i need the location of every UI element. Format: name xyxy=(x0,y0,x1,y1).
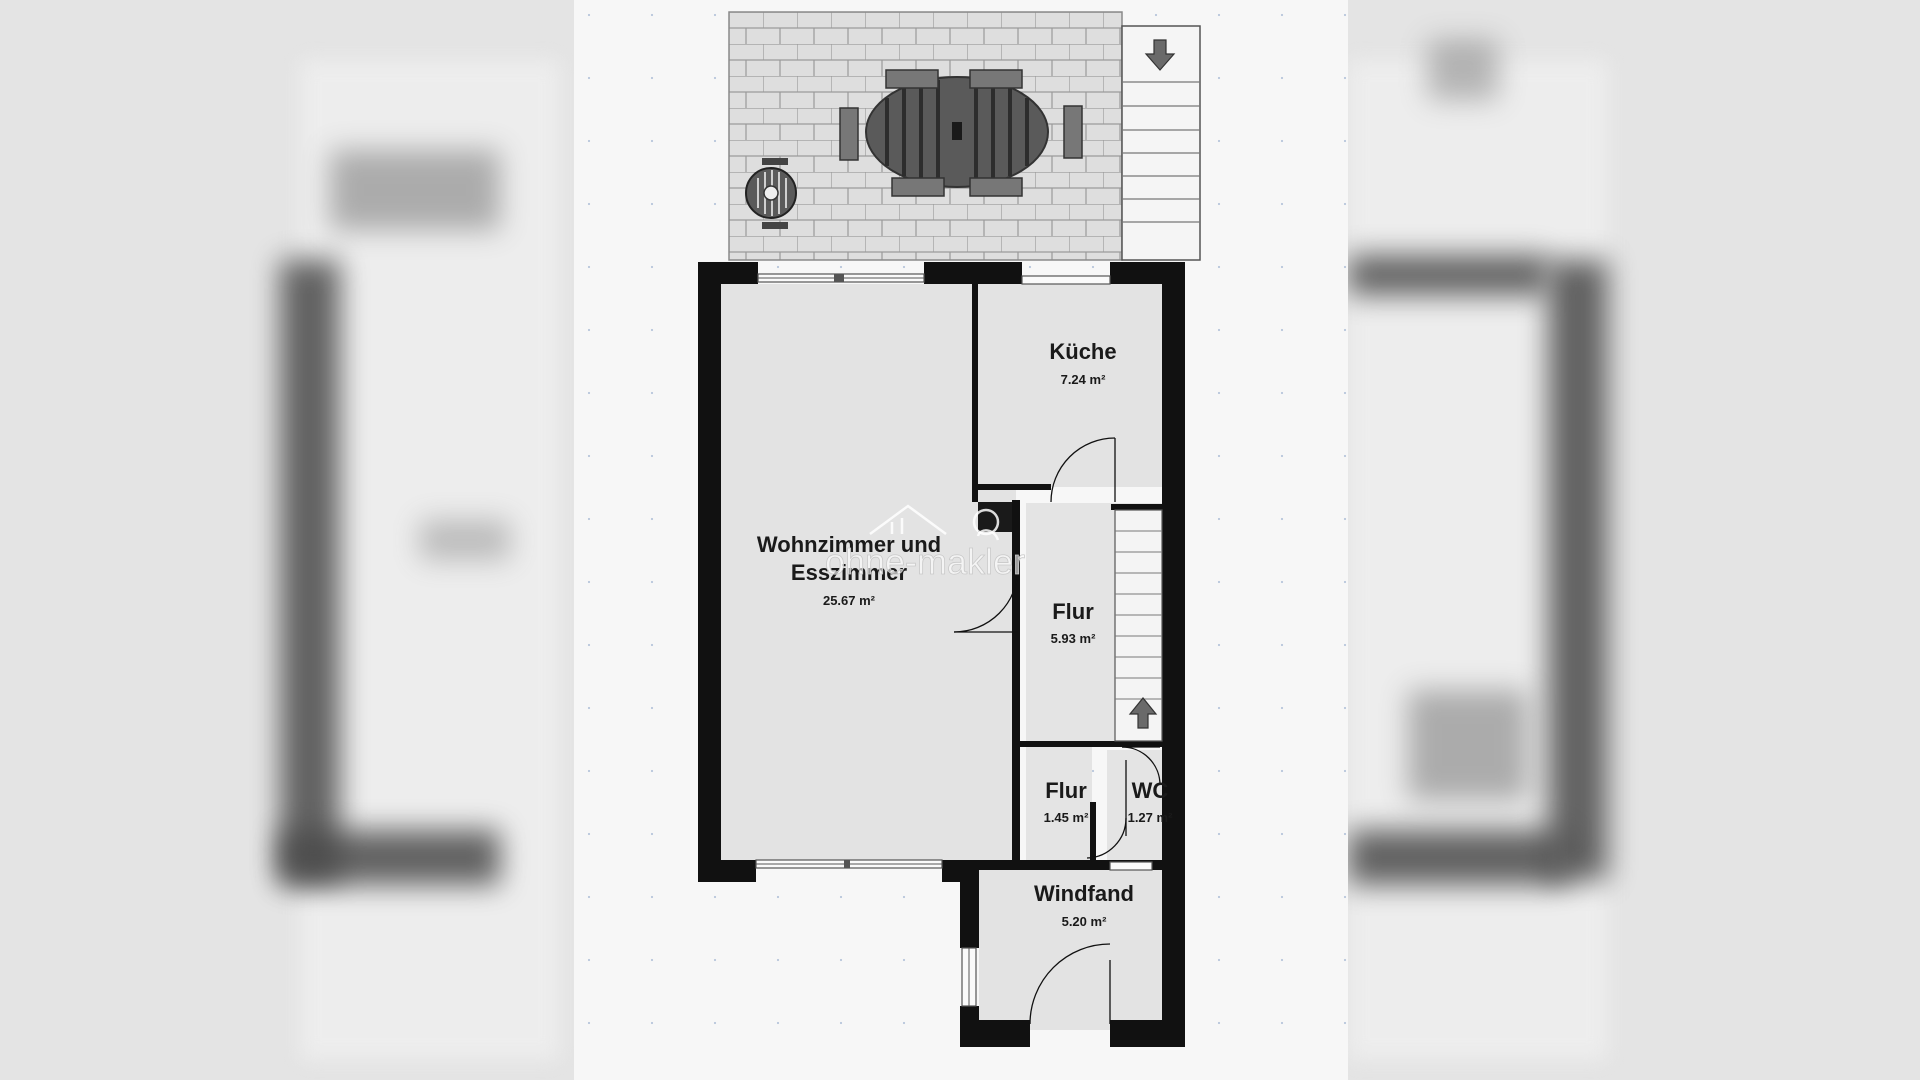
room-name-kueche: Küche xyxy=(1049,339,1116,364)
watermark-text: ohne-makler xyxy=(825,541,1025,582)
interior-stairs xyxy=(1114,509,1163,742)
door-kueche xyxy=(1050,437,1116,503)
terrace xyxy=(728,11,1201,261)
watermark: ohne-makler xyxy=(825,504,1025,582)
door-entrance xyxy=(1029,943,1111,1025)
room-area-kueche: 7.24 m² xyxy=(1061,372,1106,387)
room-area-wohnzimmer: 25.67 m² xyxy=(823,593,876,608)
blurred-background-left xyxy=(0,0,574,1080)
room-kueche-label: Küche 7.24 m² xyxy=(1049,339,1116,387)
door-wohnzimmer xyxy=(953,567,1019,633)
room-wohnzimmer-label: Wohnzimmer und Esszimmer 25.67 m² xyxy=(757,532,941,608)
room-area-windfand: 5.20 m² xyxy=(1062,914,1107,929)
room-floors xyxy=(721,284,1162,1030)
room-area-flur-small: 1.45 m² xyxy=(1044,810,1089,825)
room-name-wohnzimmer-line1: Wohnzimmer und xyxy=(757,532,941,557)
room-name-flur-small: Flur xyxy=(1045,778,1087,803)
door-wc xyxy=(1121,746,1161,786)
dining-table-icon xyxy=(839,69,1083,197)
blurred-background-right xyxy=(1348,0,1920,1080)
room-name-wc: WC xyxy=(1132,778,1169,803)
room-name-windfand: Windfand xyxy=(1034,881,1134,906)
floor-plan-panel: Wohnzimmer und Esszimmer 25.67 m² Küche … xyxy=(574,0,1348,1080)
room-flur-main-label: Flur 5.93 m² xyxy=(1051,599,1096,646)
grill-icon xyxy=(745,158,797,229)
room-name-wohnzimmer-line2: Esszimmer xyxy=(791,560,908,585)
outdoor-stairs xyxy=(1121,25,1201,261)
door-flur-small xyxy=(1086,760,1127,859)
room-name-flur-main: Flur xyxy=(1052,599,1094,624)
room-windfand-label: Windfand 5.20 m² xyxy=(1034,881,1134,929)
watermark-house-icon xyxy=(869,504,1000,541)
floor-plan: Wohnzimmer und Esszimmer 25.67 m² Küche … xyxy=(574,0,1348,1080)
doors xyxy=(953,437,1161,1025)
room-flur-small-label: Flur 1.45 m² xyxy=(1044,778,1089,825)
arrow-down-icon xyxy=(1144,39,1176,71)
arrow-up-icon xyxy=(1128,697,1158,729)
walls xyxy=(698,262,1185,1047)
windows xyxy=(755,273,1153,1007)
room-wc-label: WC 1.27 m² xyxy=(1128,778,1173,825)
room-area-flur-main: 5.93 m² xyxy=(1051,631,1096,646)
room-area-wc: 1.27 m² xyxy=(1128,810,1173,825)
